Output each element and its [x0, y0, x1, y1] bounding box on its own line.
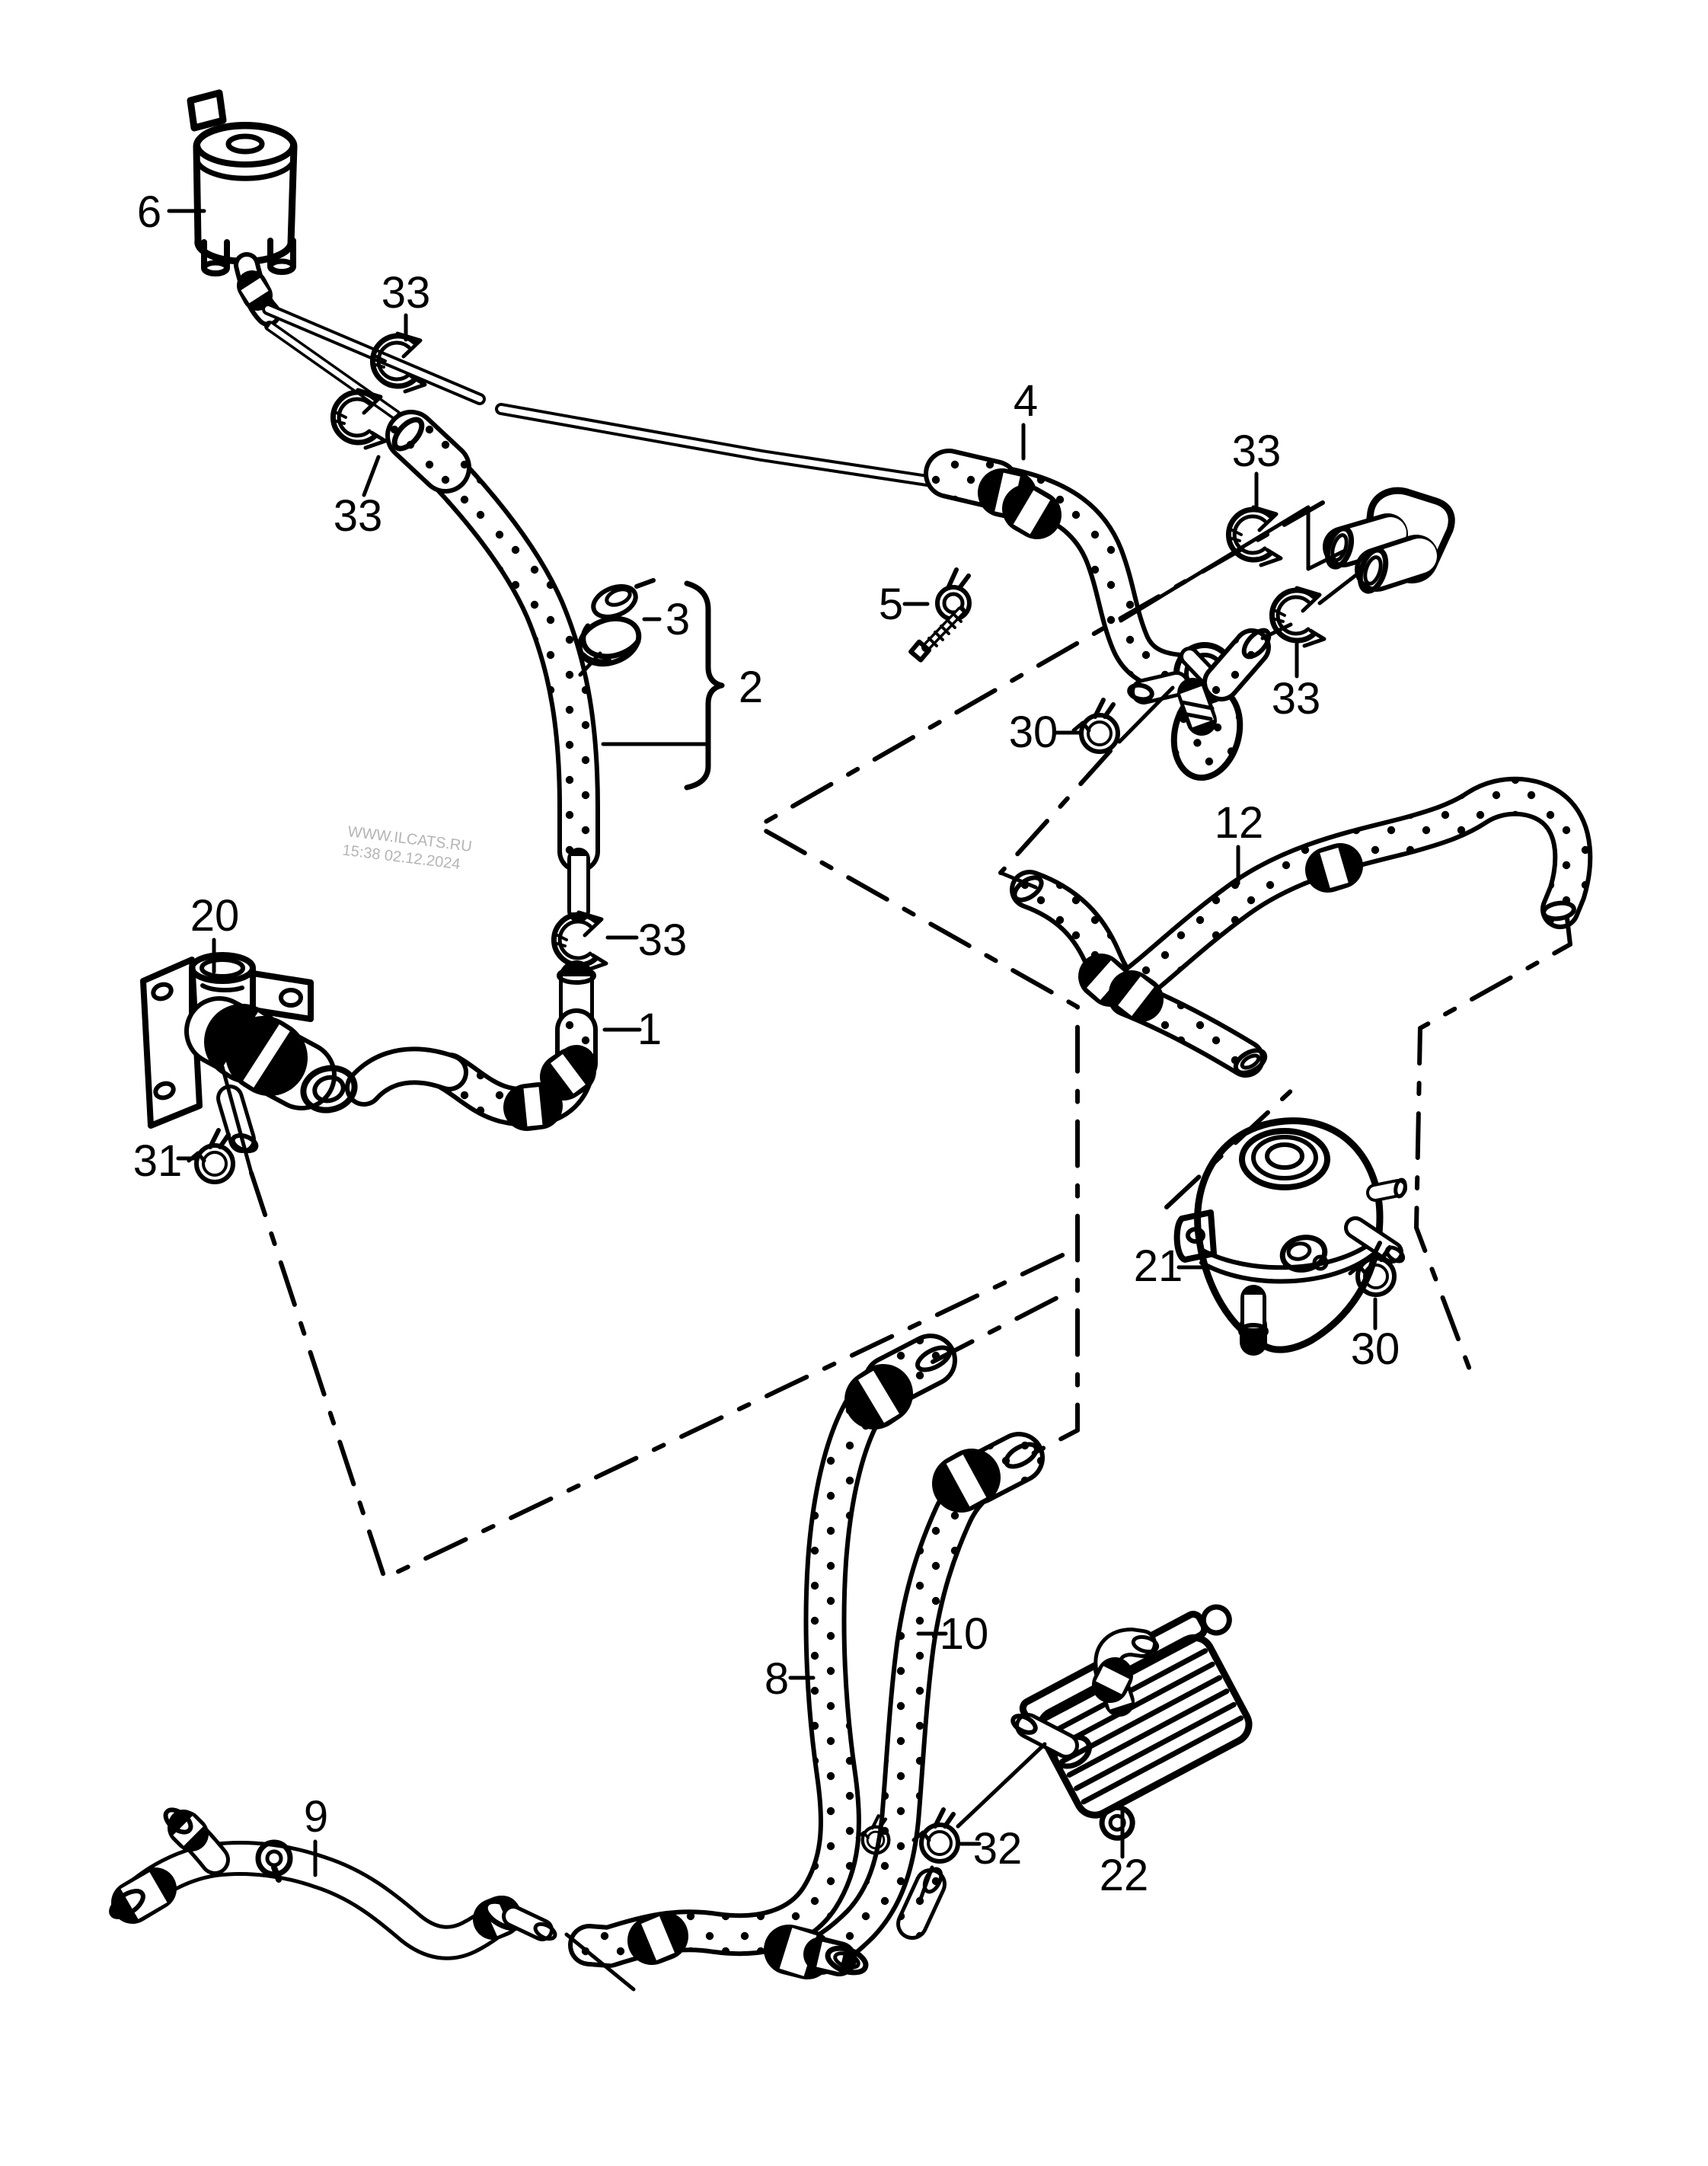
label-leader-lines [167, 209, 1378, 1992]
construction-line-5 [998, 749, 1113, 875]
connector-line-9 [564, 1932, 636, 1992]
connector-line-7 [956, 1742, 1047, 1829]
expansion-tank-drawing [1173, 1117, 1407, 1356]
clip-right-d-label: 33 [1272, 674, 1321, 724]
construction-line-3 [1164, 1085, 1297, 1209]
pump-label: 6 [137, 187, 161, 237]
clip-right-c-label: 33 [1232, 426, 1282, 476]
construction-line-4 [1414, 916, 1572, 1372]
tie-screw-label: 5 [879, 580, 903, 629]
clip-top-a-label: 33 [382, 268, 431, 318]
coolant-hose-10-drawing [764, 1432, 1045, 1979]
connector-line-8 [918, 1865, 934, 1903]
hose-4-fitting-drawing [1127, 628, 1272, 781]
construction-dash-lines [249, 500, 1572, 1580]
clamp-32-label: 32 [973, 1824, 1023, 1874]
connector-1-label: 1 [637, 1005, 662, 1054]
assembly-2-bracket [684, 580, 725, 791]
clamp-31-label: 31 [133, 1136, 183, 1186]
coolant-hose-8-drawing [568, 1334, 957, 1968]
connector-line-2 [1119, 505, 1346, 623]
thin-coolant-pipe-drawing [262, 303, 948, 489]
hose-8-label: 8 [765, 1654, 789, 1704]
screw-clamp-3-drawing [576, 578, 656, 667]
coolant-hose-12-drawing [1010, 776, 1593, 1078]
coolant-hose-4-drawing [924, 449, 1272, 781]
watermark: WWW.ILCATS.RU 15:38 02.12.2024 [341, 823, 473, 873]
clamp-screw-label: 3 [666, 595, 690, 644]
tank-21-label: 21 [1134, 1241, 1183, 1291]
connector-line-3 [1260, 622, 1293, 641]
clip-mid-e-label: 33 [638, 915, 688, 965]
pipe-assembly-label: 2 [739, 663, 763, 712]
coolant-valve-20-drawing [140, 952, 358, 1154]
construction-line-2 [931, 1291, 1068, 1364]
connector-line-1 [578, 651, 602, 677]
screw-tie-5-drawing [908, 567, 972, 663]
coolant-hose-2-drawing [345, 410, 600, 1131]
hose-4-label: 4 [1014, 376, 1038, 426]
clip-top-b-label-leader [362, 455, 381, 497]
valve-20-label: 20 [190, 891, 240, 941]
clip-top-b-label: 33 [334, 491, 383, 541]
connector-line-10 [213, 1040, 254, 1175]
pipe-9-label: 9 [304, 1792, 328, 1842]
connector-line-4 [1317, 567, 1365, 605]
coolant-pipe-9-drawing [109, 1807, 557, 1960]
clamp-30-tank-label: 30 [1351, 1324, 1400, 1374]
clamp-30-top-label: 30 [1009, 708, 1058, 757]
pipe-flange-drawing [1323, 487, 1455, 594]
auxiliary-pump-drawing [187, 89, 298, 327]
oil-cooler-drawing [1010, 1604, 1253, 1841]
connector-line-6 [998, 871, 1038, 890]
construction-line-0 [755, 500, 1325, 1461]
hose-10-label: 10 [940, 1609, 989, 1659]
cooler-22-label: 22 [1100, 1851, 1149, 1900]
hose-12-label: 12 [1215, 798, 1264, 848]
connector-line-5 [1117, 685, 1175, 744]
